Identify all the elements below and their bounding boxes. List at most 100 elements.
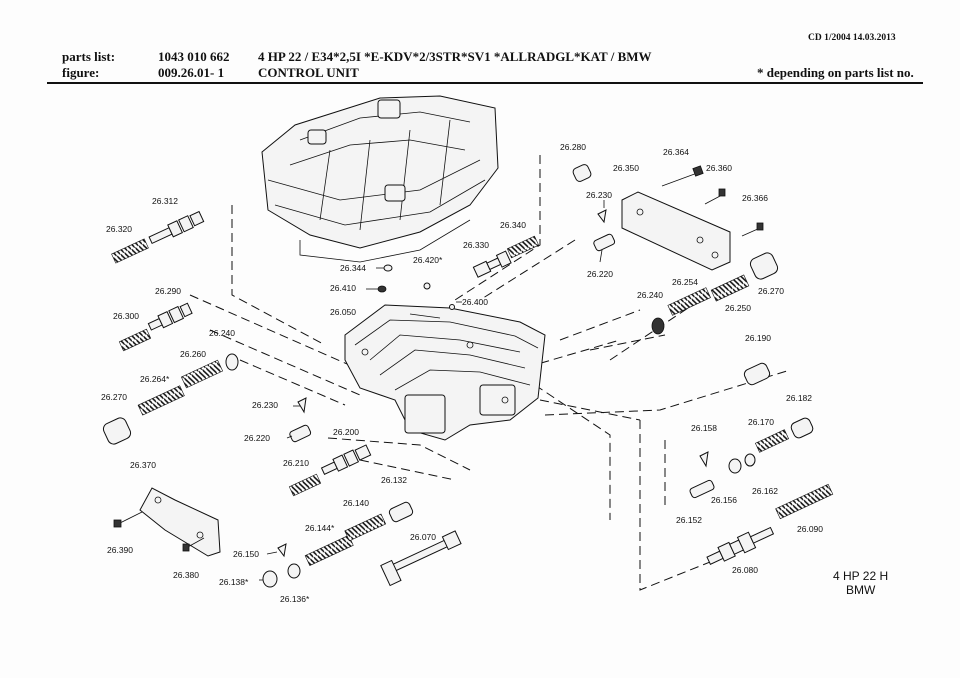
springs	[111, 235, 834, 566]
ring-26136	[287, 563, 301, 579]
callout-26090: 26.090	[797, 524, 823, 534]
plug-26152	[689, 479, 715, 499]
callout-26240-left: 26.240	[209, 328, 235, 338]
spring-26144	[304, 534, 354, 566]
model-brand: BMW	[846, 583, 876, 597]
cd-stamp: CD 1/2004 14.03.2013	[808, 33, 896, 43]
callout-26210: 26.210	[283, 458, 309, 468]
spring-26264	[137, 385, 185, 416]
unit-name: CONTROL UNIT	[258, 65, 359, 80]
plate-26350	[621, 191, 731, 271]
callout-26190: 26.190	[745, 333, 771, 343]
callout-26138: 26.138*	[219, 577, 249, 587]
callout-26240-right: 26.240	[637, 290, 663, 300]
callout-26220-top: 26.220	[587, 269, 613, 279]
seal-26344	[383, 264, 393, 272]
callout-26380: 26.380	[173, 570, 199, 580]
callout-26320: 26.320	[106, 224, 132, 234]
callout-26080: 26.080	[732, 565, 758, 575]
transmission-description: 4 HP 22 / E34*2,5I *E-KDV*2/3STR*SV1 *AL…	[258, 49, 652, 64]
valve-26080	[706, 526, 775, 565]
callout-26360: 26.360	[706, 163, 732, 173]
ball-26420	[423, 282, 431, 290]
spring-26254	[667, 287, 711, 316]
bolt-26360	[704, 188, 726, 205]
valve-body-assembly	[261, 95, 499, 263]
clip-26150	[277, 543, 287, 558]
bolt-26366	[741, 222, 764, 237]
callout-26340: 26.340	[500, 220, 526, 230]
sleeve-26270-right	[749, 252, 779, 280]
spring-26260	[180, 359, 224, 389]
plug-26220-mid	[289, 424, 312, 443]
callout-26158: 26.158	[691, 423, 717, 433]
callout-26150: 26.150	[233, 549, 259, 559]
callout-26312: 26.312	[152, 196, 178, 206]
ring-26240-left	[225, 353, 239, 371]
sleeve-26270-left	[102, 417, 132, 445]
callout-26280: 26.280	[560, 142, 586, 152]
spring-26340	[506, 235, 540, 259]
plug-26220-top	[593, 233, 616, 252]
spring-26250	[710, 274, 750, 302]
figure-label: figure:	[62, 65, 100, 80]
plugs-and-sleeves	[102, 164, 814, 588]
parts-list-label: parts list:	[62, 49, 116, 64]
plug-26182	[790, 417, 814, 439]
seal-26410	[377, 285, 387, 293]
bolt-26390	[113, 511, 143, 528]
lower-valve-body	[344, 304, 546, 441]
callout-26420: 26.420*	[413, 255, 443, 265]
plug-26190	[743, 362, 771, 386]
ring-26138	[262, 570, 278, 588]
ring-26240-right	[651, 317, 665, 335]
callout-26136: 26.136*	[280, 594, 310, 604]
sleeve-26280	[572, 164, 592, 182]
spring-26140	[344, 513, 387, 542]
ring-26162	[744, 453, 756, 467]
callout-26400: 26.400	[462, 297, 488, 307]
callout-26230-top: 26.230	[586, 190, 612, 200]
callout-26230-mid: 26.230	[252, 400, 278, 410]
spring-26320	[111, 238, 149, 264]
clip-26158	[699, 451, 709, 468]
leader-lines	[259, 200, 605, 581]
callout-26070: 26.070	[410, 532, 436, 542]
spring-26300	[118, 328, 152, 352]
bolt-26380	[182, 537, 205, 552]
callout-26250: 26.250	[725, 303, 751, 313]
callout-26132: 26.132	[381, 475, 407, 485]
ring-26156	[728, 458, 742, 474]
callout-26370: 26.370	[130, 460, 156, 470]
callout-26390: 26.390	[107, 545, 133, 555]
callout-26182: 26.182	[786, 393, 812, 403]
callout-26162: 26.162	[752, 486, 778, 496]
clip-26230-top	[597, 209, 607, 224]
valve-26070	[380, 530, 462, 587]
spring-26210	[288, 473, 322, 497]
callout-labels: 26.280 26.364 26.350 26.360 26.230 26.36…	[101, 142, 823, 604]
bolt-26364	[661, 165, 704, 187]
spring-26170	[754, 429, 790, 453]
callout-26050: 26.050	[330, 307, 356, 317]
plates-and-bolts	[113, 165, 764, 557]
callout-26300: 26.300	[113, 311, 139, 321]
parts-list-number: 1043 010 662	[158, 49, 230, 64]
callout-26364: 26.364	[663, 147, 689, 157]
model-name: 4 HP 22 H	[833, 569, 888, 583]
valve-26290	[147, 302, 193, 331]
callout-26366: 26.366	[742, 193, 768, 203]
valves	[147, 210, 775, 587]
spring-26090	[775, 483, 834, 520]
callout-26270-right: 26.270	[758, 286, 784, 296]
callout-26290: 26.290	[155, 286, 181, 296]
alignment-lines	[189, 155, 791, 591]
callout-26270-left: 26.270	[101, 392, 127, 402]
valve-26312	[148, 210, 205, 245]
valve-26200	[320, 444, 372, 475]
callout-26170: 26.170	[748, 417, 774, 427]
clip-26230-mid	[297, 397, 307, 414]
callout-26260: 26.260	[180, 349, 206, 359]
